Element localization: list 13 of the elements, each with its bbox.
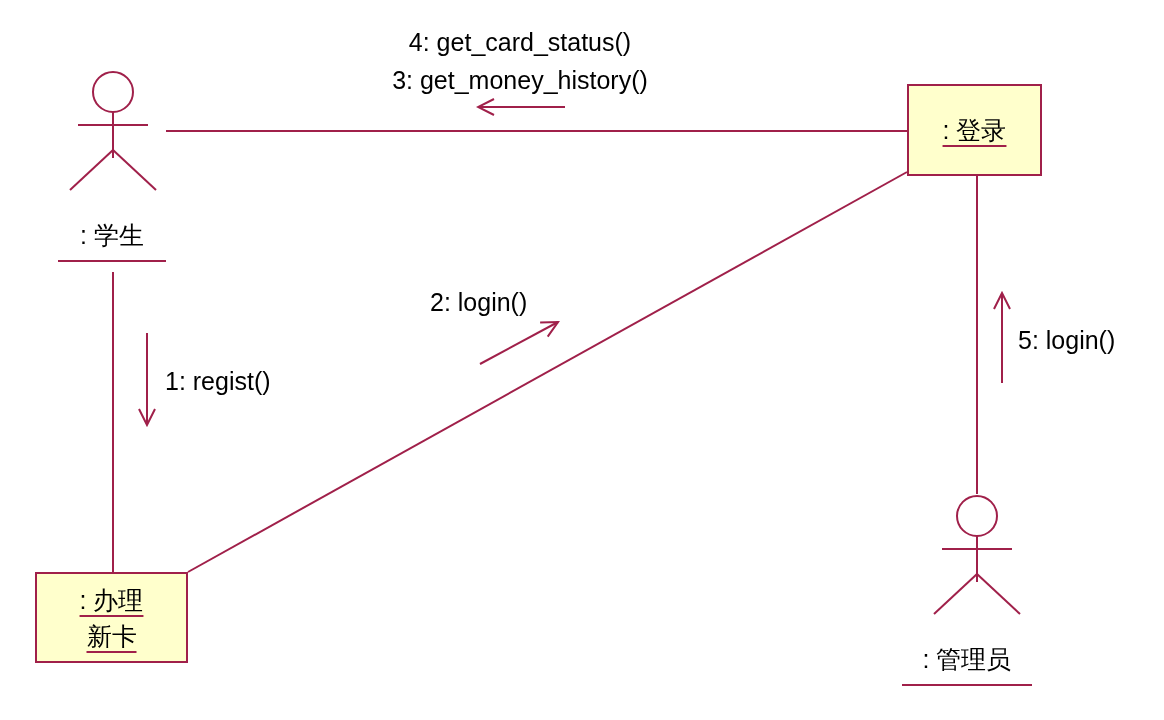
actor-label: : 管理员 <box>902 644 1032 686</box>
connector-line <box>976 175 978 495</box>
connector-line <box>187 171 908 573</box>
message-label: 4: get_card_status() <box>408 27 632 57</box>
actor-label: : 学生 <box>58 220 166 262</box>
message-label: 3: get_money_history() <box>392 65 648 95</box>
message-label: 1: regist() <box>165 366 271 396</box>
object-box: : 登录 <box>907 84 1042 176</box>
connector-line <box>112 271 114 573</box>
object-box: : 办理新卡 <box>35 572 188 663</box>
message-label: 2: login() <box>430 287 528 317</box>
connector-line <box>165 130 908 132</box>
message-label: 5: login() <box>1018 325 1116 355</box>
